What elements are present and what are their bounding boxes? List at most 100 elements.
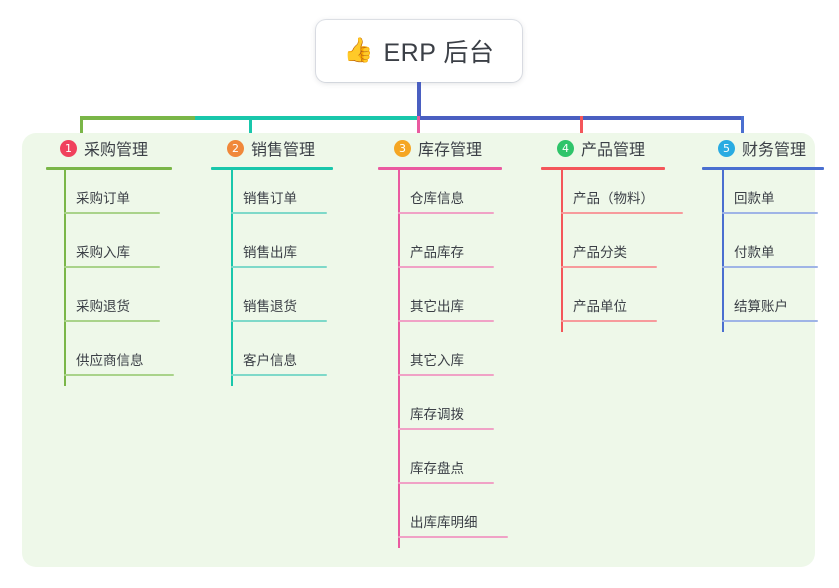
item-label: 仓库信息 <box>410 191 464 206</box>
branch-badge-1: 1 <box>60 139 77 157</box>
item-label: 客户信息 <box>243 353 297 368</box>
item-underline <box>64 266 160 268</box>
item-underline <box>398 428 494 430</box>
item-underline <box>231 266 327 268</box>
list-item[interactable]: 其它出库 <box>376 278 541 332</box>
item-label: 其它出库 <box>410 299 464 314</box>
branch-header-4[interactable]: 4 产品管理 <box>539 133 704 163</box>
branch-trunk-3 <box>398 170 400 548</box>
item-label: 产品分类 <box>573 245 627 260</box>
item-label: 付款单 <box>734 245 775 260</box>
list-item[interactable]: 出库库明细 <box>376 494 541 548</box>
list-item[interactable]: 仓库信息 <box>376 170 541 224</box>
item-underline <box>561 266 657 268</box>
list-item[interactable]: 客户信息 <box>209 332 374 386</box>
item-label: 库存调拨 <box>410 407 464 422</box>
item-underline <box>398 374 494 376</box>
branch-badge-3: 3 <box>394 139 411 157</box>
item-underline <box>398 266 494 268</box>
item-underline <box>722 266 818 268</box>
branch-items-2: 销售订单 销售出库 销售退货 客户信息 <box>209 170 374 386</box>
list-item[interactable]: 销售订单 <box>209 170 374 224</box>
list-item[interactable]: 销售退货 <box>209 278 374 332</box>
item-label: 供应商信息 <box>76 353 144 368</box>
branch-title-5: 财务管理 <box>742 142 807 159</box>
item-underline <box>231 212 327 214</box>
item-underline <box>561 320 657 322</box>
branch-title-4: 产品管理 <box>581 142 646 159</box>
connector-bus-teal <box>195 116 417 120</box>
branch-underline-3 <box>378 167 502 170</box>
branch-column-1: 1 采购管理 采购订单 采购入库 采购退货 供应商信息 <box>42 133 207 386</box>
list-item[interactable]: 其它入库 <box>376 332 541 386</box>
page-title: ERP 后台 <box>383 39 495 67</box>
thumbs-up-icon: 👍 <box>343 37 374 64</box>
branch-items-5: 回款单 付款单 结算账户 <box>700 170 839 332</box>
branch-items-4: 产品（物料） 产品分类 产品单位 <box>539 170 704 332</box>
branch-title-3: 库存管理 <box>418 142 483 159</box>
branch-title-1: 采购管理 <box>84 142 149 159</box>
branch-badge-5: 5 <box>718 139 735 157</box>
item-label: 出库库明细 <box>410 515 478 530</box>
branch-header-5[interactable]: 5 财务管理 <box>700 133 839 163</box>
list-item[interactable]: 供应商信息 <box>42 332 207 386</box>
list-item[interactable]: 产品单位 <box>539 278 704 332</box>
branch-trunk-4 <box>561 170 563 332</box>
list-item[interactable]: 采购退货 <box>42 278 207 332</box>
branch-title-2: 销售管理 <box>251 142 316 159</box>
list-item[interactable]: 库存盘点 <box>376 440 541 494</box>
item-underline <box>722 212 818 214</box>
list-item[interactable]: 结算账户 <box>700 278 839 332</box>
item-underline <box>231 374 327 376</box>
branch-header-2[interactable]: 2 销售管理 <box>209 133 374 163</box>
branch-underline-2 <box>211 167 333 170</box>
list-item[interactable]: 产品库存 <box>376 224 541 278</box>
item-underline <box>64 374 174 376</box>
connector-drop-3 <box>417 116 420 149</box>
connector-drop-2 <box>249 116 252 149</box>
root-node-card[interactable]: 👍 ERP 后台 <box>316 20 522 82</box>
branch-column-3: 3 库存管理 仓库信息 产品库存 其它出库 其它入库 库存调拨 <box>376 133 541 548</box>
branch-badge-2: 2 <box>227 139 244 157</box>
connector-bus-green <box>80 116 195 120</box>
item-label: 产品库存 <box>410 245 464 260</box>
connector-root-vertical <box>417 82 421 118</box>
branch-column-2: 2 销售管理 销售订单 销售出库 销售退货 客户信息 <box>209 133 374 386</box>
branch-items-1: 采购订单 采购入库 采购退货 供应商信息 <box>42 170 207 386</box>
list-item[interactable]: 付款单 <box>700 224 839 278</box>
item-label: 结算账户 <box>734 299 788 314</box>
list-item[interactable]: 销售出库 <box>209 224 374 278</box>
item-underline <box>64 212 160 214</box>
branch-underline-5 <box>702 167 824 170</box>
item-underline <box>561 212 683 214</box>
item-label: 采购入库 <box>76 245 130 260</box>
branch-header-1[interactable]: 1 采购管理 <box>42 133 207 163</box>
list-item[interactable]: 采购入库 <box>42 224 207 278</box>
item-label: 采购退货 <box>76 299 130 314</box>
item-underline <box>398 536 508 538</box>
branch-underline-1 <box>46 167 172 170</box>
item-label: 产品（物料） <box>573 191 654 206</box>
list-item[interactable]: 库存调拨 <box>376 386 541 440</box>
branch-column-4: 4 产品管理 产品（物料） 产品分类 产品单位 <box>539 133 704 332</box>
list-item[interactable]: 产品（物料） <box>539 170 704 224</box>
item-label: 库存盘点 <box>410 461 464 476</box>
branch-trunk-2 <box>231 170 233 386</box>
item-label: 销售订单 <box>243 191 297 206</box>
item-underline <box>722 320 818 322</box>
item-label: 销售出库 <box>243 245 297 260</box>
item-underline <box>231 320 327 322</box>
item-underline <box>398 212 494 214</box>
item-label: 销售退货 <box>243 299 297 314</box>
connector-drop-4 <box>580 116 583 149</box>
list-item[interactable]: 回款单 <box>700 170 839 224</box>
branch-trunk-1 <box>64 170 66 386</box>
connector-drop-5 <box>741 116 744 149</box>
branch-underline-4 <box>541 167 665 170</box>
mindmap-panel: 1 采购管理 采购订单 采购入库 采购退货 供应商信息 <box>22 133 824 567</box>
branch-column-5: 5 财务管理 回款单 付款单 结算账户 <box>700 133 839 332</box>
branch-badge-4: 4 <box>557 139 574 157</box>
list-item[interactable]: 产品分类 <box>539 224 704 278</box>
list-item[interactable]: 采购订单 <box>42 170 207 224</box>
branch-header-3[interactable]: 3 库存管理 <box>376 133 541 163</box>
